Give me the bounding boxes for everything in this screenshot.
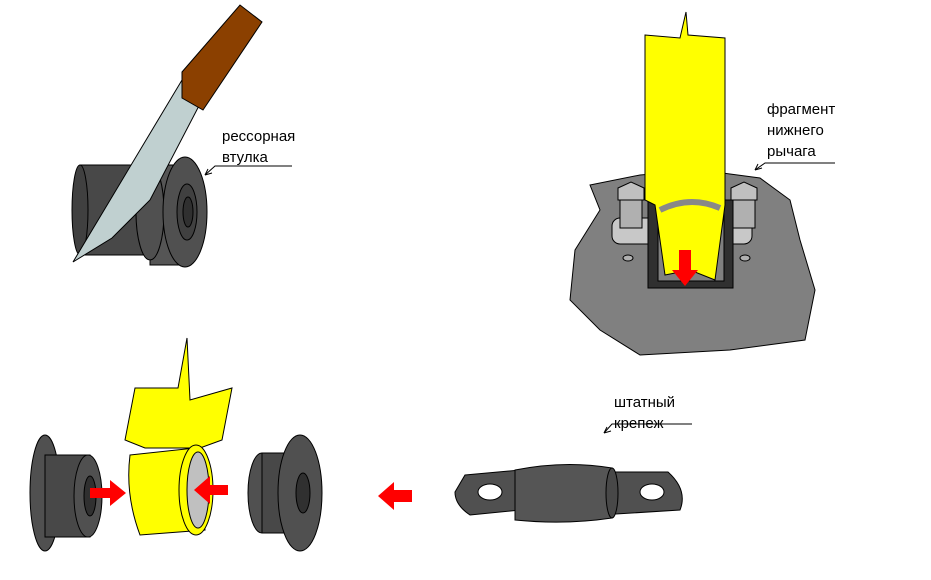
rubber-bushing-right	[247, 434, 323, 552]
label-line: втулка	[222, 149, 268, 166]
label-line: рычага	[767, 143, 816, 160]
red-arrow-right	[90, 480, 126, 506]
label-line: нижнего	[767, 122, 824, 139]
standard-fastener	[454, 463, 683, 523]
lower-arm-fragment	[569, 11, 816, 356]
label-standard-fastener: штатный крепеж	[614, 392, 675, 434]
leader-lines	[204, 162, 835, 434]
arm-eye	[124, 337, 233, 536]
rubber-bushing-left	[29, 434, 103, 552]
red-arrow-left-inner	[194, 476, 228, 504]
label-line: штатный	[614, 394, 676, 411]
red-arrow-left	[378, 482, 412, 510]
red-arrow-down	[672, 250, 698, 286]
label-line: рессорная	[222, 128, 296, 145]
label-lower-arm-fragment: фрагмент нижнего рычага	[767, 99, 835, 162]
label-line: фрагмент	[767, 101, 836, 118]
knife-icon	[72, 4, 263, 263]
label-line: крепеж	[614, 415, 664, 432]
label-leaf-spring-bushing: рессорная втулка	[222, 126, 295, 168]
